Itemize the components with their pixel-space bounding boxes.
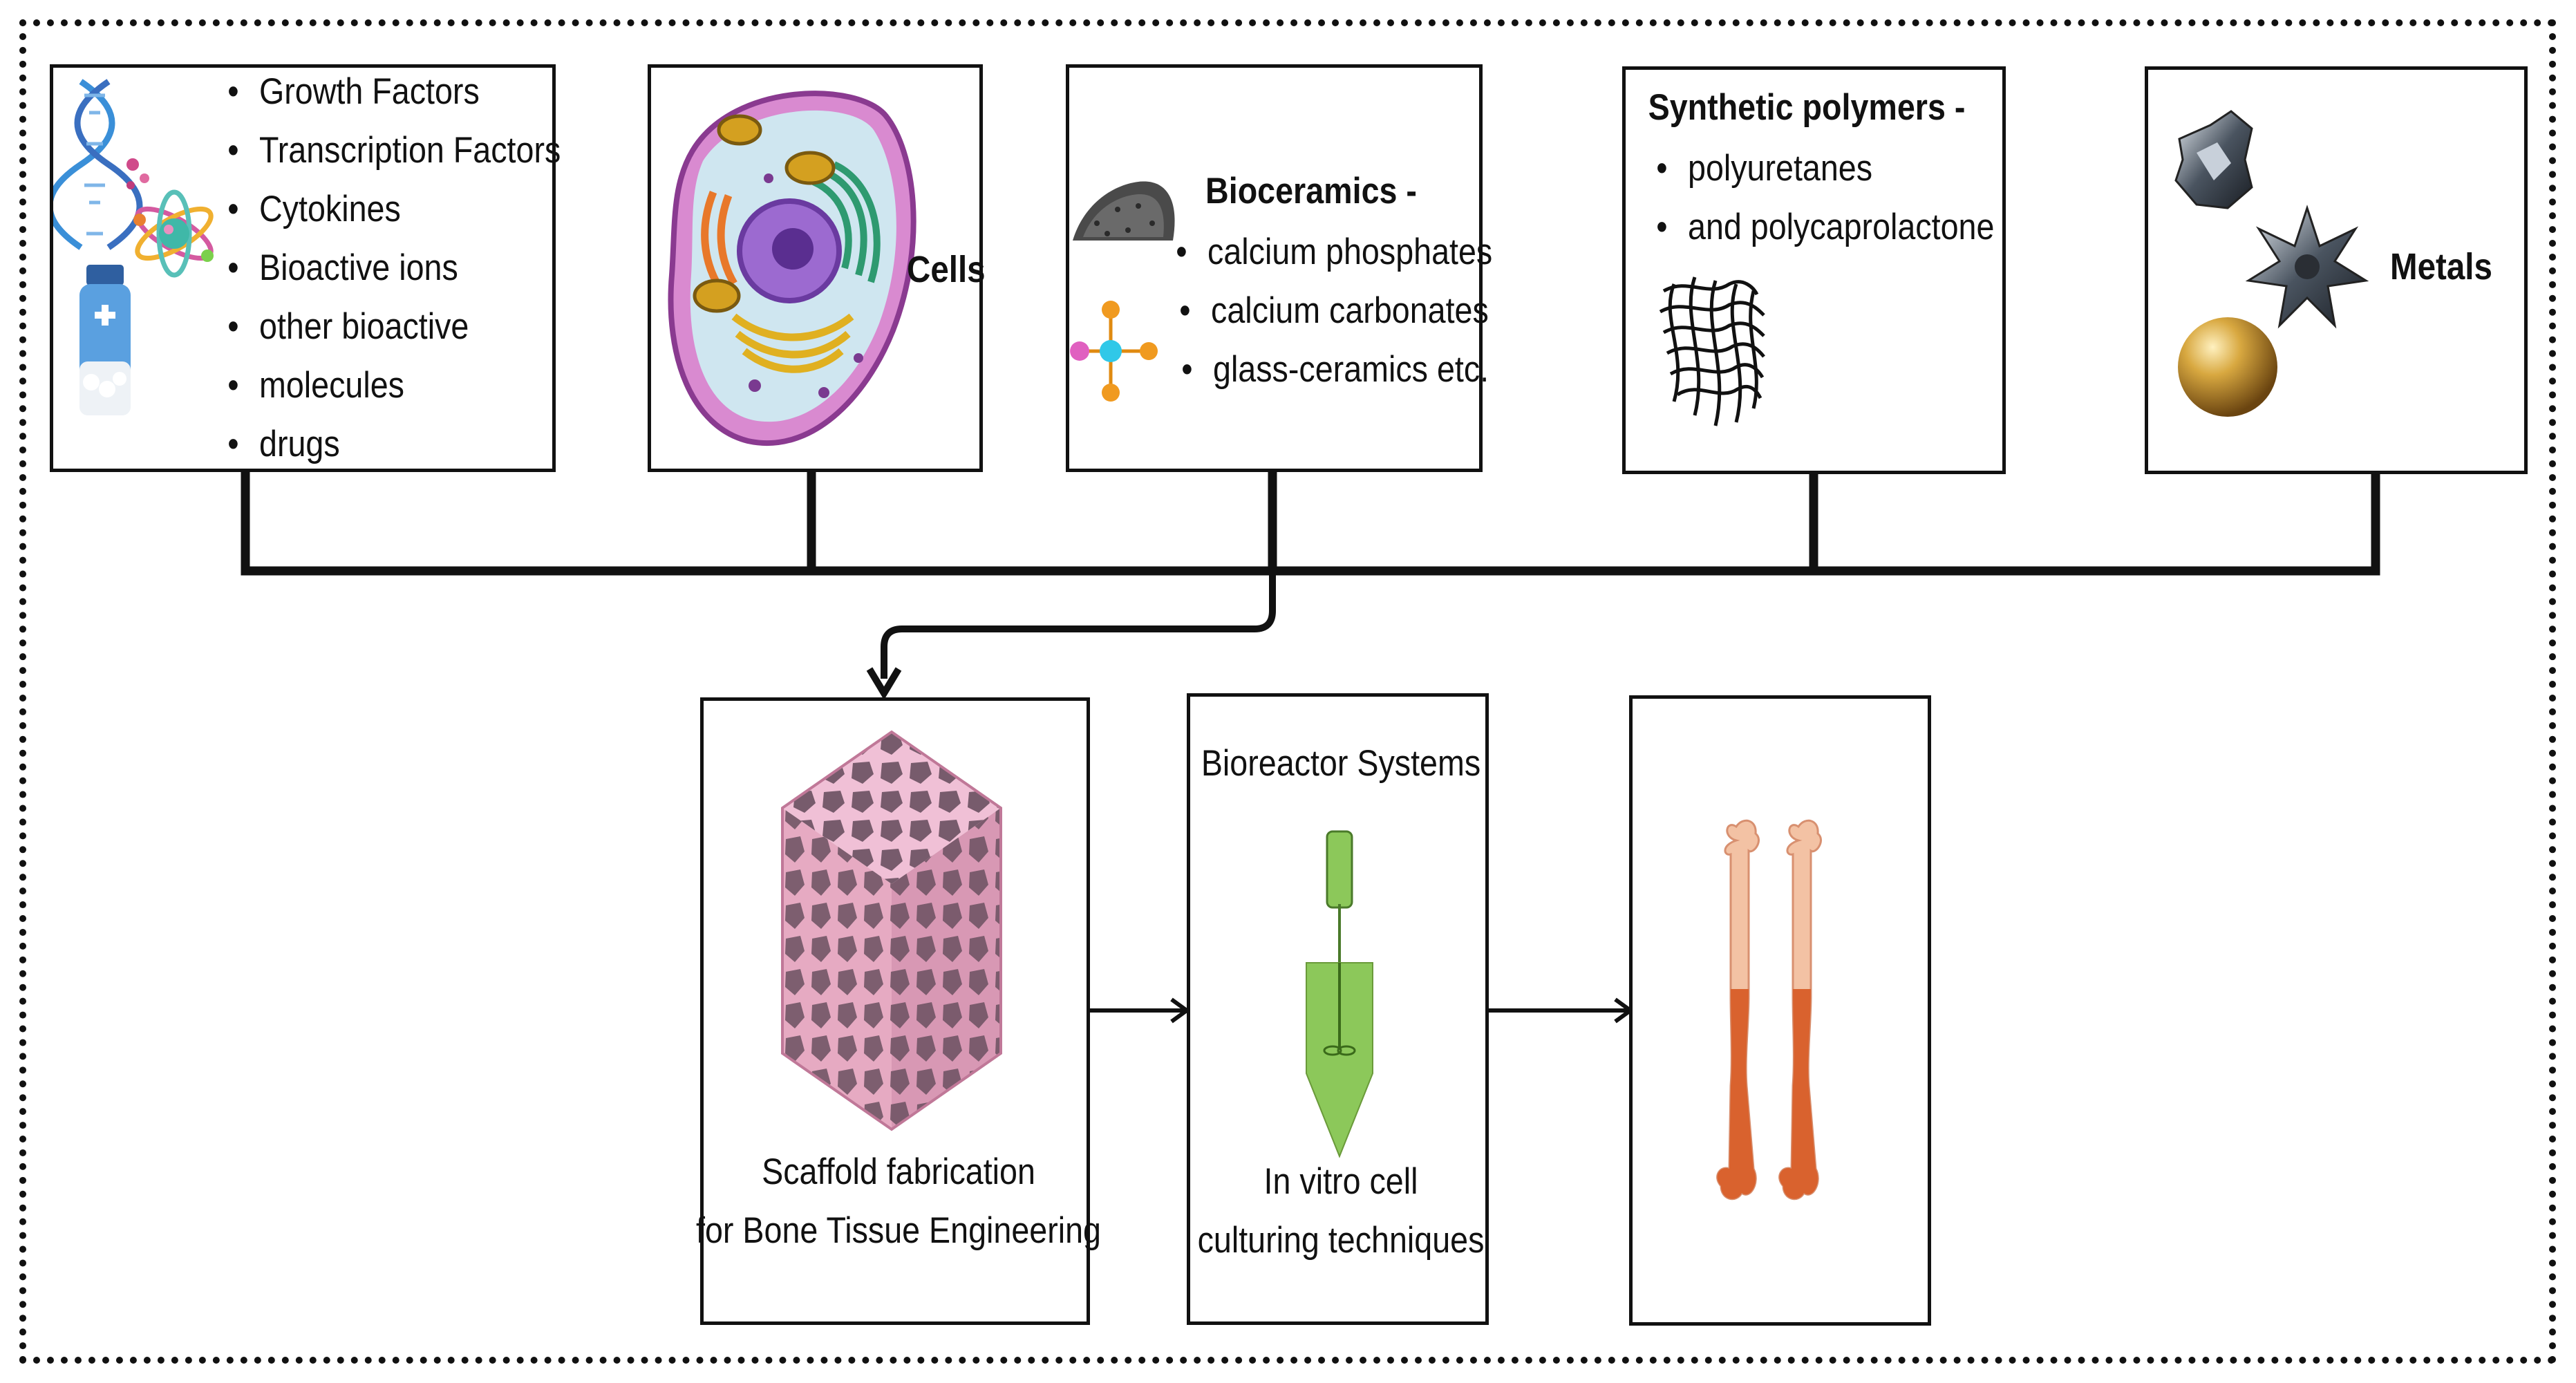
- cells-title: Cells: [907, 249, 986, 290]
- bioceramics-title: Bioceramics -: [1205, 171, 1417, 211]
- bioactive-item-transcription-factors: Transcription Factors: [227, 129, 561, 171]
- carbonate-molecule-icon: [1070, 301, 1158, 402]
- gold-sphere-icon: [2178, 317, 2277, 417]
- scaffold-box: Scaffold fabrication for Bone Tissue Eng…: [696, 697, 1101, 1325]
- cells-box: Cells: [648, 64, 986, 472]
- bioactive-item-growth-factors: Growth Factors: [227, 70, 480, 113]
- polymers-item-polyuretanes: polyuretanes: [1656, 147, 1872, 189]
- synthetic-polymers-title: Synthetic polymers -: [1648, 87, 1966, 128]
- scaffold-label-line2: for Bone Tissue Engineering: [696, 1210, 1101, 1251]
- medicine-bottle-icon: [79, 265, 131, 415]
- bioceramics-box: Bioceramics - calcium phosphates calcium…: [1066, 64, 1492, 472]
- bioreactor-label-line1: In vitro cell: [1263, 1161, 1418, 1202]
- synthetic-polymers-box: Synthetic polymers - polyuretanes and po…: [1622, 66, 2006, 474]
- bioreactor-title: Bioreactor Systems: [1201, 743, 1481, 784]
- bioactive-item-ions: Bioactive ions: [227, 247, 458, 289]
- bioactive-molecules-box: Growth Factors Transcription Factors Cyt…: [50, 64, 561, 472]
- animal-cell-icon: [668, 91, 916, 446]
- powder-pile-icon: [1073, 181, 1175, 241]
- bioreactor-label-line2: culturing techniques: [1197, 1220, 1485, 1261]
- bone-icon: [1716, 819, 1822, 1201]
- bioactive-item-drugs: drugs: [227, 423, 339, 465]
- porous-scaffold-cube-icon: [781, 730, 1002, 1131]
- bioceramics-item-calcium-carbonates: calcium carbonates: [1179, 290, 1489, 332]
- metals-box: Metals: [2145, 66, 2528, 474]
- down-arrow-head: [866, 667, 902, 700]
- metal-star-icon: [2245, 205, 2369, 329]
- outer-dotted-frame: [19, 19, 2556, 1364]
- bioreactor-vessel-icon: [1306, 830, 1373, 1158]
- scaffold-label-line1: Scaffold fabrication: [762, 1151, 1035, 1192]
- atom-icon: [133, 189, 214, 278]
- polymers-item-polycaprolactone: and polycaprolactone: [1656, 206, 1994, 248]
- metals-title: Metals: [2390, 246, 2492, 288]
- down-arrow-to-scaffold: [881, 571, 1276, 679]
- bioactive-item-molecules: molecules: [227, 364, 404, 406]
- bioceramics-item-glass-ceramics: glass-ceramics etc.: [1181, 348, 1489, 391]
- bioactive-item-cytokines: Cytokines: [227, 188, 400, 230]
- polymer-mesh-icon: [1659, 276, 1765, 426]
- bioreactor-box: Bioreactor Systems In vitro cell culturi…: [1187, 693, 1489, 1325]
- bioceramics-item-calcium-phosphates: calcium phosphates: [1176, 231, 1492, 273]
- metal-chunk-icon: [2174, 110, 2253, 209]
- bone-box: [1629, 695, 1931, 1326]
- bioactive-item-other: other bioactive: [227, 305, 469, 348]
